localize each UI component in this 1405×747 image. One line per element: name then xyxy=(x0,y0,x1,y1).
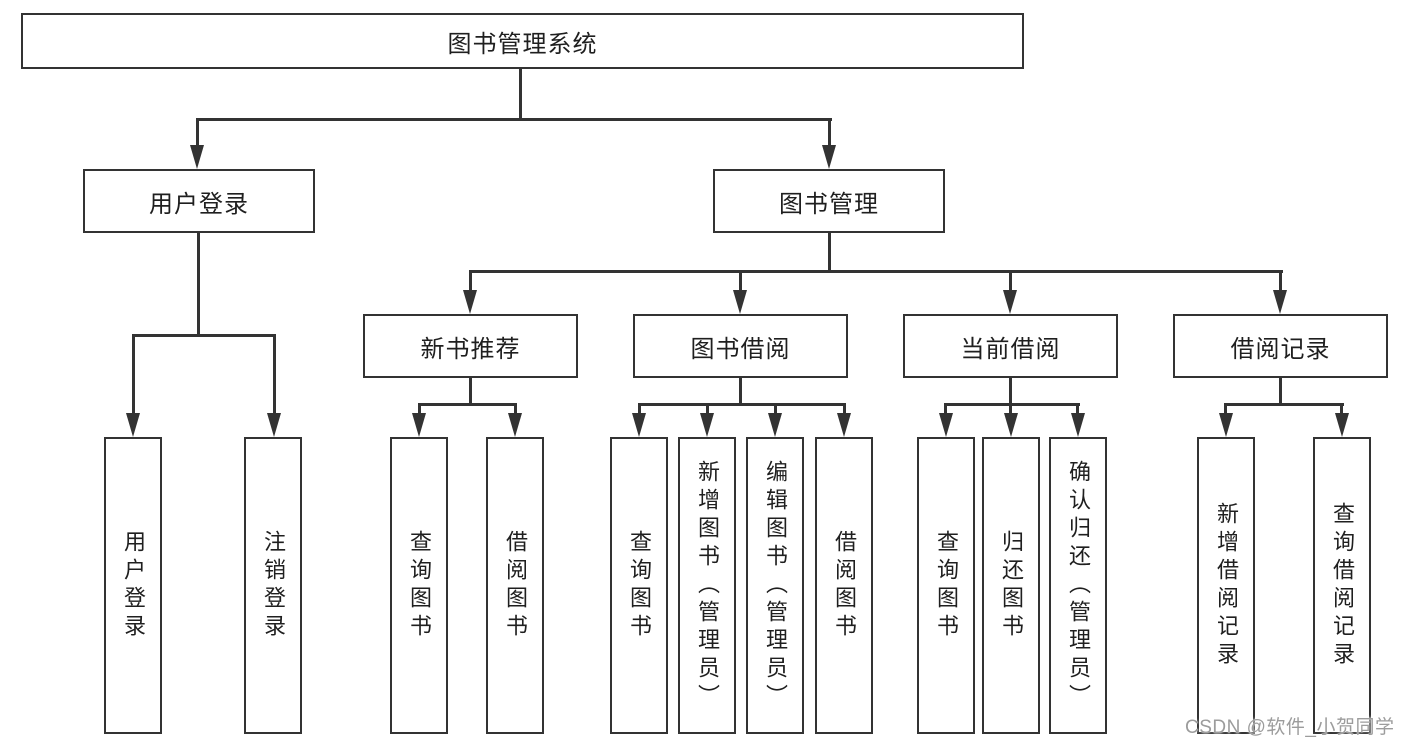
node-label: 图书借阅 xyxy=(690,335,791,363)
connector-user-login-bus xyxy=(132,334,276,337)
connector-drop xyxy=(1009,270,1012,292)
arrow-down-icon xyxy=(508,413,522,437)
node-label: 借阅记录 xyxy=(1230,335,1331,363)
connector-drop xyxy=(638,403,641,415)
node-current-borrow: 当前借阅 xyxy=(903,314,1118,378)
arrow-down-icon xyxy=(822,145,836,169)
arrow-down-icon xyxy=(1003,290,1017,314)
arrow-down-icon xyxy=(1219,413,1233,437)
node-label: 图书管理 xyxy=(779,190,879,218)
leaf-query-books-borrow: 查询图书 xyxy=(610,437,668,734)
arrow-down-icon xyxy=(267,413,281,437)
leaf-query-borrow-record: 查询借阅记录 xyxy=(1313,437,1371,734)
connector-bus xyxy=(944,403,1080,406)
connector-book-management-stem xyxy=(828,233,831,273)
leaf-borrow-books-recommend: 借阅图书 xyxy=(486,437,544,734)
arrow-down-icon xyxy=(837,413,851,437)
connector-bus xyxy=(418,403,517,406)
leaf-add-borrow-record: 新增借阅记录 xyxy=(1197,437,1255,734)
leaf-edit-book-admin: 编辑图书（管理员） xyxy=(746,437,804,734)
arrow-down-icon xyxy=(1273,290,1287,314)
connector-drop xyxy=(1224,403,1227,415)
leaf-label: 查询借阅记录 xyxy=(1330,501,1355,670)
arrow-down-icon xyxy=(1071,413,1085,437)
connector-drop xyxy=(1009,403,1012,415)
connector-drop xyxy=(739,270,742,292)
node-library-management-system: 图书管理系统 xyxy=(21,13,1024,69)
connector-bus xyxy=(638,403,846,406)
connector-drop xyxy=(774,403,777,415)
connector-drop-user-login xyxy=(196,118,199,147)
arrow-down-icon xyxy=(733,290,747,314)
connector-drop xyxy=(944,403,947,415)
connector-drop xyxy=(273,334,276,415)
node-label: 用户登录 xyxy=(149,190,249,218)
leaf-query-books-recommend: 查询图书 xyxy=(390,437,448,734)
leaf-label: 借阅图书 xyxy=(503,529,528,642)
connector-drop xyxy=(1076,403,1079,415)
connector-drop xyxy=(1340,403,1343,415)
node-user-login: 用户登录 xyxy=(83,169,315,233)
leaf-user-login: 用户登录 xyxy=(104,437,162,734)
connector-root-stem xyxy=(519,68,522,120)
node-label: 当前借阅 xyxy=(960,335,1061,363)
leaf-label: 查询图书 xyxy=(627,529,652,642)
leaf-label: 归还图书 xyxy=(999,529,1024,642)
leaf-label: 注销登录 xyxy=(261,529,286,642)
arrow-down-icon xyxy=(700,413,714,437)
leaf-query-books-current: 查询图书 xyxy=(917,437,975,734)
node-borrow-records: 借阅记录 xyxy=(1173,314,1388,378)
leaf-label: 编辑图书（管理员） xyxy=(763,459,788,712)
connector-drop xyxy=(132,334,135,415)
connector-user-login-stem xyxy=(197,233,200,337)
arrow-down-icon xyxy=(768,413,782,437)
leaf-return-book: 归还图书 xyxy=(982,437,1040,734)
leaf-add-book-admin: 新增图书（管理员） xyxy=(678,437,736,734)
arrow-down-icon xyxy=(1004,413,1018,437)
leaf-logout: 注销登录 xyxy=(244,437,302,734)
connector-drop xyxy=(514,403,517,415)
leaf-confirm-return-admin: 确认归还（管理员） xyxy=(1049,437,1107,734)
connector-bus xyxy=(1224,403,1344,406)
arrow-down-icon xyxy=(939,413,953,437)
leaf-label: 查询图书 xyxy=(934,529,959,642)
connector-drop xyxy=(1279,270,1282,292)
connector-stem xyxy=(1009,378,1012,406)
connector-book-management-bus xyxy=(469,270,1283,273)
connector-root-bus xyxy=(196,118,832,121)
node-book-borrow: 图书借阅 xyxy=(633,314,848,378)
leaf-label: 新增借阅记录 xyxy=(1214,501,1239,670)
arrow-down-icon xyxy=(190,145,204,169)
arrow-down-icon xyxy=(632,413,646,437)
leaf-label: 新增图书（管理员） xyxy=(695,459,720,712)
connector-stem xyxy=(1279,378,1282,406)
connector-stem xyxy=(469,378,472,406)
node-new-book-recommend: 新书推荐 xyxy=(363,314,578,378)
node-label: 图书管理系统 xyxy=(447,30,598,58)
connector-drop-book-management xyxy=(828,118,831,147)
node-book-management: 图书管理 xyxy=(713,169,945,233)
connector-stem xyxy=(739,378,742,406)
connector-drop xyxy=(418,403,421,415)
leaf-label: 确认归还（管理员） xyxy=(1066,459,1091,712)
leaf-label: 用户登录 xyxy=(121,529,146,642)
arrow-down-icon xyxy=(463,290,477,314)
arrow-down-icon xyxy=(126,413,140,437)
arrow-down-icon xyxy=(1335,413,1349,437)
arrow-down-icon xyxy=(412,413,426,437)
csdn-watermark: CSDN @软件_小贺同学 xyxy=(1185,717,1395,738)
leaf-label: 查询图书 xyxy=(407,529,432,642)
connector-drop xyxy=(843,403,846,415)
leaf-label: 借阅图书 xyxy=(832,529,857,642)
leaf-borrow-books: 借阅图书 xyxy=(815,437,873,734)
connector-drop xyxy=(706,403,709,415)
connector-drop xyxy=(469,270,472,292)
node-label: 新书推荐 xyxy=(420,335,521,363)
